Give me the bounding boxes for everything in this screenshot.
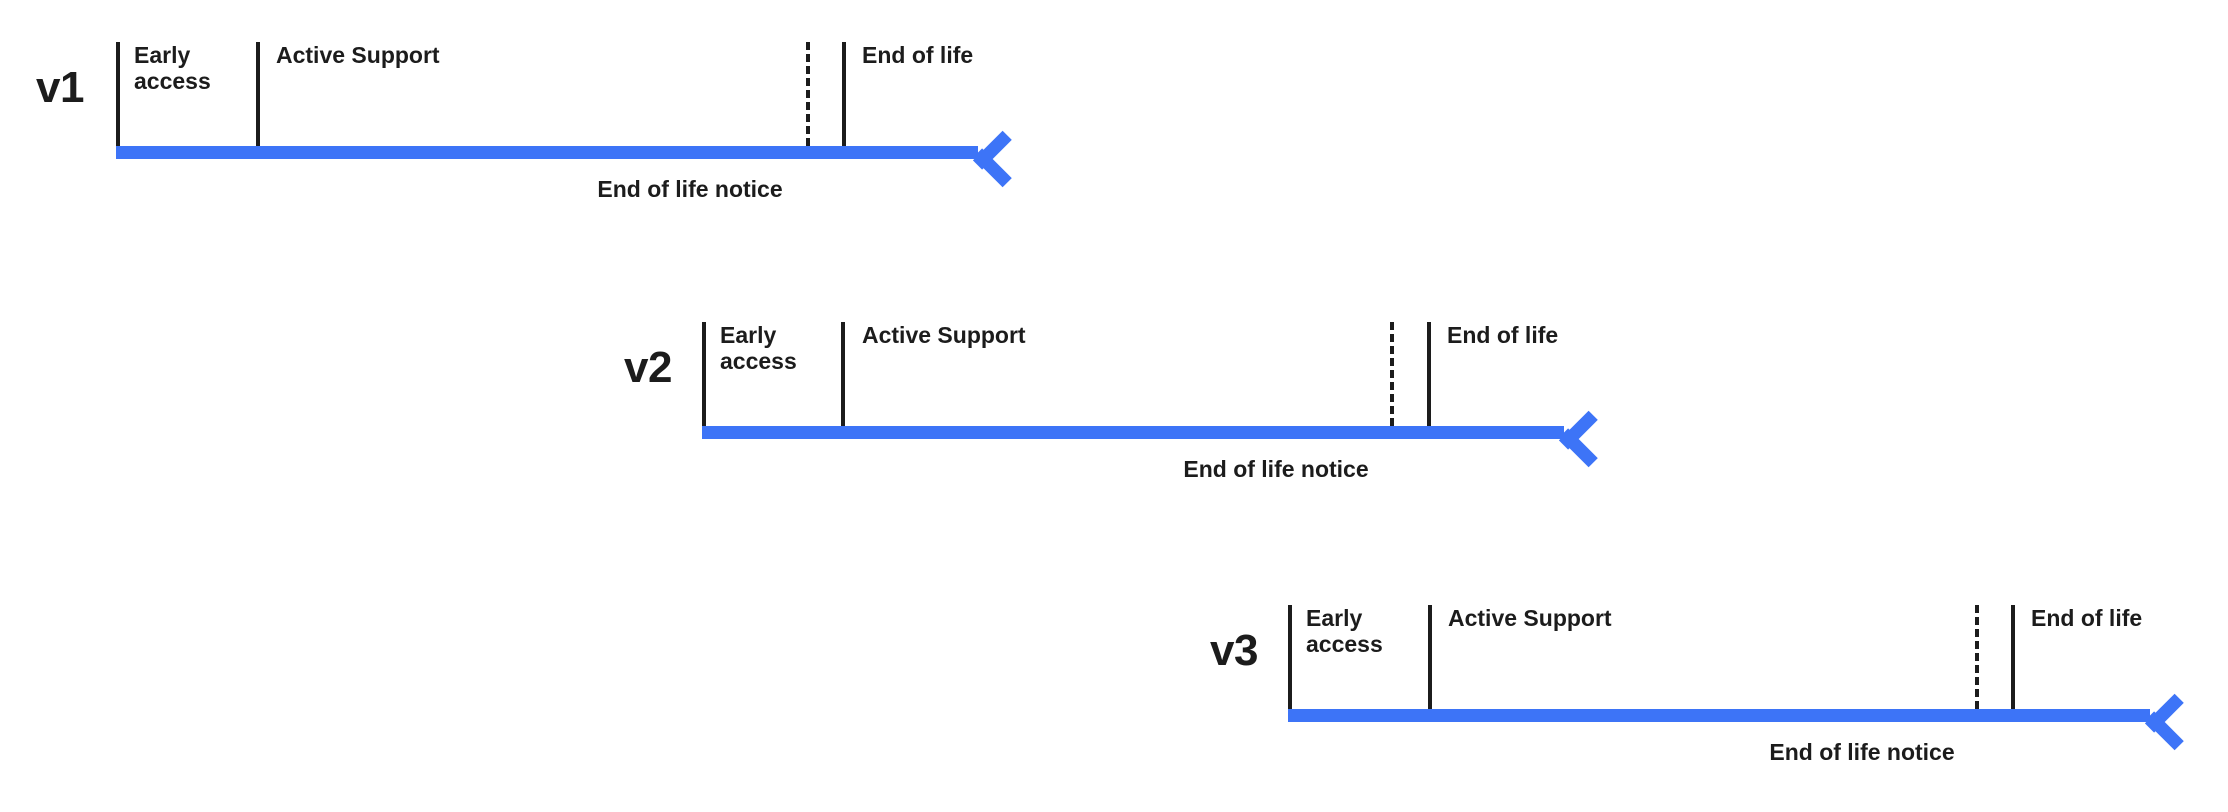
tick-end-of-life-notice-v3 <box>1975 605 1979 709</box>
phase-label-active-support-v3: Active Support <box>1448 605 1612 631</box>
timeline-row-v3: v3 Early access Active Support End of li… <box>0 563 2228 765</box>
tick-end-of-life-v3 <box>2011 605 2015 709</box>
tick-end-of-life-v1 <box>842 42 846 146</box>
phase-label-early-access-v1: Early access <box>134 42 211 94</box>
tick-end-of-life-v2 <box>1427 322 1431 426</box>
tick-active-support-start-v3 <box>1428 605 1432 709</box>
tick-end-of-life-notice-v1 <box>806 42 810 146</box>
timeline-row-v1: v1 Early access Active Support End of li… <box>0 0 2228 202</box>
timeline-bar-v1 <box>116 146 978 159</box>
notice-label-v3: End of life notice <box>1769 739 1955 765</box>
version-label-v1: v1 <box>36 63 84 112</box>
phase-label-end-of-life-v3: End of life <box>2031 605 2143 631</box>
notice-label-v1: End of life notice <box>597 176 783 202</box>
notice-label-v2: End of life notice <box>1183 456 1369 482</box>
tick-active-support-start-v1 <box>256 42 260 146</box>
timeline-bar-v2 <box>702 426 1564 439</box>
tick-end-of-life-notice-v2 <box>1390 322 1394 426</box>
phase-label-early-access-v3: Early access <box>1306 605 1383 657</box>
tick-start-v3 <box>1288 605 1292 709</box>
version-label-v3: v3 <box>1210 626 1258 675</box>
phase-label-end-of-life-v2: End of life <box>1447 322 1559 348</box>
timeline-bar-v3 <box>1288 709 2150 722</box>
timeline-row-v2: v2 Early access Active Support End of li… <box>0 280 2228 482</box>
phase-label-end-of-life-v1: End of life <box>862 42 974 68</box>
phase-label-active-support-v1: Active Support <box>276 42 440 68</box>
tick-active-support-start-v2 <box>841 322 845 426</box>
tick-start-v2 <box>702 322 706 426</box>
phase-label-active-support-v2: Active Support <box>862 322 1026 348</box>
tick-start-v1 <box>116 42 120 146</box>
phase-label-early-access-v2: Early access <box>720 322 797 374</box>
version-label-v2: v2 <box>624 343 672 392</box>
